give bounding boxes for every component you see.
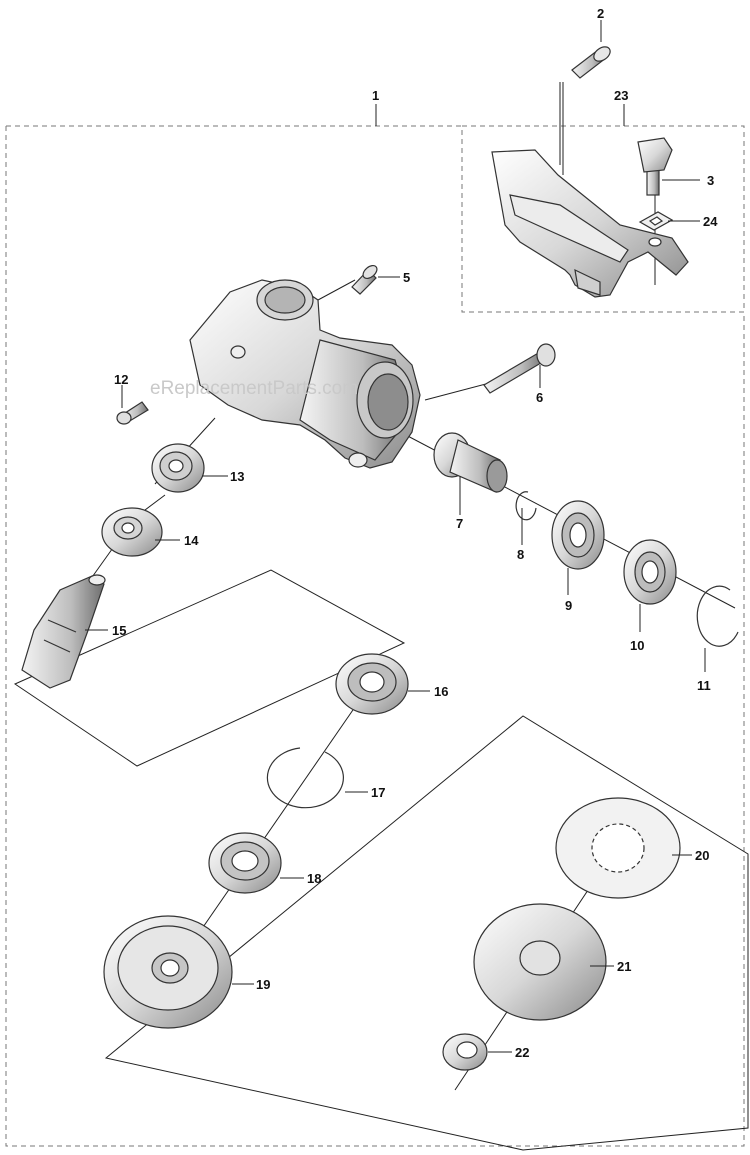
callout-20: 20 — [695, 848, 709, 863]
callout-13: 13 — [230, 469, 244, 484]
part-24-washer — [638, 211, 674, 231]
part-7-sleeve — [433, 432, 508, 493]
watermark-text: eReplacementParts.com — [150, 378, 358, 399]
callout-6: 6 — [536, 390, 543, 405]
part-14-seal — [101, 507, 163, 557]
sub-assembly-17-22-boundary — [104, 715, 749, 1151]
part-20-washer — [555, 797, 681, 899]
part-3-pin — [637, 137, 673, 196]
callout-1: 1 — [372, 88, 379, 103]
part-15-shaft — [21, 574, 106, 689]
callout-16: 16 — [434, 684, 448, 699]
callout-14: 14 — [184, 533, 199, 548]
part-19-cup — [103, 915, 233, 1029]
part-9-bearing — [551, 500, 605, 570]
callout-23: 23 — [614, 88, 628, 103]
part-12-screw — [116, 401, 149, 425]
part-8-circlip — [515, 491, 537, 521]
callout-2: 2 — [597, 6, 604, 21]
callout-22: 22 — [515, 1045, 529, 1060]
callout-11: 11 — [697, 678, 711, 693]
callout-8: 8 — [517, 547, 524, 562]
callout-21: 21 — [617, 959, 631, 974]
part-1-gear-housing — [189, 279, 421, 469]
callout-3: 3 — [707, 173, 714, 188]
part-5-screw — [351, 264, 378, 295]
callout-7: 7 — [456, 516, 463, 531]
part-22-nut — [442, 1033, 488, 1071]
part-23-bracket — [491, 149, 689, 298]
part-21-disc — [473, 903, 607, 1021]
part-10-bearing — [623, 539, 677, 605]
part-18-seal — [208, 832, 282, 894]
callout-17: 17 — [371, 785, 385, 800]
callout-10: 10 — [630, 638, 644, 653]
callout-18: 18 — [307, 871, 321, 886]
callout-numbers: 1 2 3 5 6 7 8 9 10 11 12 13 14 15 16 17 … — [112, 6, 718, 1060]
part-17-circlip — [266, 747, 344, 809]
part-11-circlip — [696, 585, 739, 647]
part-16-bearing — [335, 653, 409, 715]
callout-24: 24 — [703, 214, 718, 229]
callout-5: 5 — [403, 270, 410, 285]
part-13-bearing — [151, 443, 205, 493]
callout-leader-lines — [85, 20, 706, 1053]
callout-19: 19 — [256, 977, 270, 992]
part-6-bolt — [483, 343, 556, 394]
assembly-1-boundary — [5, 125, 745, 1147]
part-2-screw — [571, 46, 611, 79]
callout-15: 15 — [112, 623, 126, 638]
callout-9: 9 — [565, 598, 572, 613]
sub-assembly-15-16-boundary — [13, 569, 406, 767]
callout-12: 12 — [114, 372, 128, 387]
